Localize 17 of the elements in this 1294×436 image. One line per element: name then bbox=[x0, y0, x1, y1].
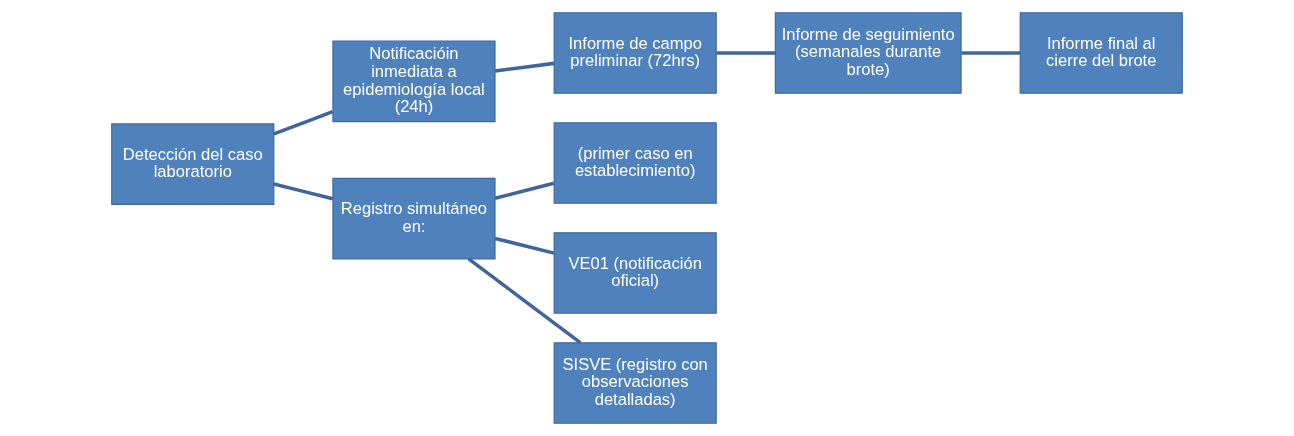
node-box: Detección del caso laboratorio bbox=[111, 123, 275, 205]
connector bbox=[716, 51, 776, 55]
node-box: Notificacióin inmediata a epidemiología local (24h) bbox=[332, 40, 496, 123]
node-box: Informe de seguimiento (semanales durante brote) bbox=[774, 12, 962, 94]
connector bbox=[494, 61, 555, 73]
node-box: Registro simultáneo en: bbox=[332, 177, 496, 260]
node-box: Informe final al cierre del brote bbox=[1019, 12, 1183, 94]
connector bbox=[494, 236, 555, 255]
connector bbox=[494, 181, 555, 200]
connector bbox=[467, 257, 582, 345]
connector bbox=[273, 110, 334, 136]
connector bbox=[961, 51, 1021, 55]
node-box: Informe de campo preliminar (72hrs) bbox=[553, 12, 717, 94]
connector bbox=[273, 182, 334, 201]
node-box: SISVE (registro con observaciones detalladas) bbox=[553, 342, 717, 424]
node-box: VE01 (notificación oficial) bbox=[553, 232, 717, 314]
node-box: (primer caso en establecimiento) bbox=[553, 122, 717, 204]
